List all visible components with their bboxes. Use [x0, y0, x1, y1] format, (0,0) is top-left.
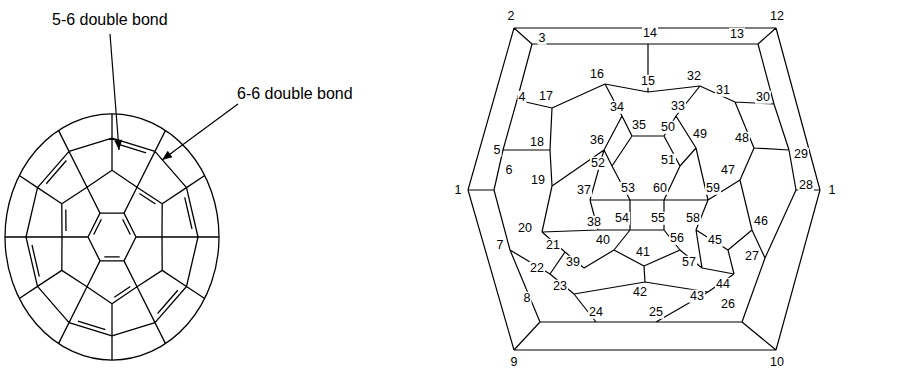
atom-number: 59	[705, 182, 721, 195]
atom-number: 57	[681, 256, 697, 269]
atom-number: 3	[538, 32, 547, 45]
atom-number: 24	[588, 306, 604, 319]
atom-number: 5	[493, 144, 502, 157]
atom-number: 33	[670, 100, 686, 113]
atom-number: 7	[496, 239, 505, 252]
leader-arrow-head	[114, 140, 122, 150]
atom-number: 56	[669, 232, 685, 245]
numbered-cage-diagram	[468, 28, 820, 350]
atom-number: 1	[828, 184, 837, 197]
atom-number: 14	[642, 27, 658, 40]
atom-number: 35	[631, 119, 647, 132]
atom-number: 47	[720, 164, 736, 177]
atom-number: 27	[744, 250, 760, 263]
leader-arrow	[110, 34, 119, 150]
atom-number: 20	[517, 222, 533, 235]
atom-number: 15	[640, 75, 656, 88]
atom-number: 49	[692, 128, 708, 141]
atom-number: 43	[689, 290, 705, 303]
atom-number: 39	[565, 256, 581, 269]
callout-label: 6-6 double bond	[237, 86, 353, 102]
atom-number: 54	[614, 212, 630, 225]
atom-number: 58	[685, 212, 701, 225]
atom-number: 40	[595, 234, 611, 247]
atom-number: 60	[652, 182, 668, 195]
ball-bonds	[5, 114, 219, 360]
atom-number: 22	[529, 262, 545, 275]
atom-number: 28	[798, 179, 814, 192]
leader-arrow-head	[162, 151, 172, 160]
atom-number: 51	[660, 154, 676, 167]
atom-number: 21	[545, 239, 561, 252]
atom-number: 31	[715, 84, 731, 97]
atom-number: 45	[707, 234, 723, 247]
atom-number: 42	[632, 286, 648, 299]
atom-number: 29	[793, 148, 809, 161]
atom-number: 38	[586, 216, 602, 229]
callout-label: 5-6 double bond	[52, 12, 168, 28]
leader-arrow	[162, 104, 238, 160]
atom-number: 34	[609, 101, 625, 114]
atom-number: 32	[686, 70, 702, 83]
atom-number: 55	[650, 212, 666, 225]
atom-number: 13	[729, 28, 745, 41]
atom-number: 8	[523, 292, 532, 305]
atom-number: 19	[530, 174, 546, 187]
atom-number: 9	[510, 356, 519, 369]
atom-number: 17	[538, 90, 554, 103]
atom-number: 44	[715, 278, 731, 291]
atom-number: 46	[753, 215, 769, 228]
atom-number: 4	[518, 91, 527, 104]
atom-number: 50	[660, 121, 676, 134]
atom-number: 53	[620, 182, 636, 195]
atom-number: 25	[648, 306, 664, 319]
atom-number: 10	[769, 356, 785, 369]
atom-number: 18	[529, 136, 545, 149]
atom-number: 48	[734, 132, 750, 145]
double-bond-lines	[32, 144, 192, 329]
atom-number: 36	[589, 134, 605, 147]
atom-number: 30	[755, 91, 771, 104]
atom-number: 37	[576, 184, 592, 197]
atom-number: 12	[769, 10, 785, 23]
atom-number: 52	[590, 157, 606, 170]
atom-number: 1	[454, 184, 463, 197]
atom-number: 16	[589, 68, 605, 81]
atom-number: 23	[552, 280, 568, 293]
atom-number: 2	[507, 10, 516, 23]
ball-outline	[5, 114, 219, 360]
atom-number: 41	[635, 246, 651, 259]
atom-number: 6	[505, 164, 514, 177]
atom-number: 26	[720, 298, 736, 311]
